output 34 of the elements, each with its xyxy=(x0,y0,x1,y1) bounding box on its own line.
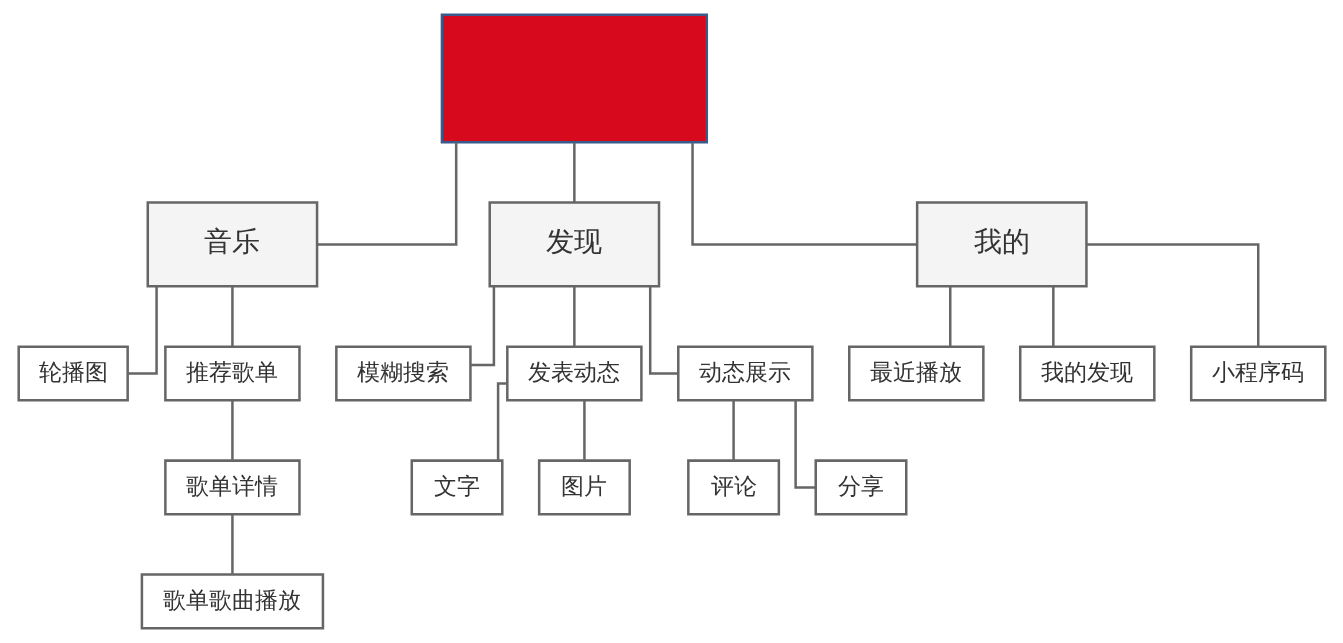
connector xyxy=(470,286,495,367)
node-box: 图片 xyxy=(537,459,631,516)
connector xyxy=(1051,286,1055,347)
node-box xyxy=(440,13,708,144)
connector xyxy=(496,382,507,461)
connector xyxy=(572,142,576,203)
node-box: 模糊搜索 xyxy=(334,345,472,402)
node-box: 文字 xyxy=(410,459,504,516)
node-box: 我的 xyxy=(915,201,1088,288)
node-box: 分享 xyxy=(813,459,907,516)
connector xyxy=(230,400,234,460)
connector xyxy=(582,400,586,460)
connector xyxy=(230,286,234,347)
node-box: 音乐 xyxy=(146,201,318,288)
node-box: 轮播图 xyxy=(16,345,129,402)
node-box: 我的发现 xyxy=(1018,345,1156,402)
connector xyxy=(572,286,576,347)
connector xyxy=(317,142,457,246)
node-box: 推荐歌单 xyxy=(163,345,301,402)
node-box: 小程序码 xyxy=(1189,345,1327,402)
node-box: 发现 xyxy=(487,201,660,288)
connector xyxy=(690,142,916,246)
connector xyxy=(230,514,234,574)
connector xyxy=(731,400,735,460)
connector xyxy=(948,286,951,347)
node-box: 歌单详情 xyxy=(163,459,301,516)
connector xyxy=(127,286,158,375)
connector xyxy=(1085,243,1259,347)
node-box: 发表动态 xyxy=(505,345,643,402)
node-box: 评论 xyxy=(686,459,780,516)
connector xyxy=(648,286,678,375)
node-box: 动态展示 xyxy=(676,345,814,402)
node-box: 歌单歌曲播放 xyxy=(140,573,324,630)
node-box: 最近播放 xyxy=(847,345,985,402)
